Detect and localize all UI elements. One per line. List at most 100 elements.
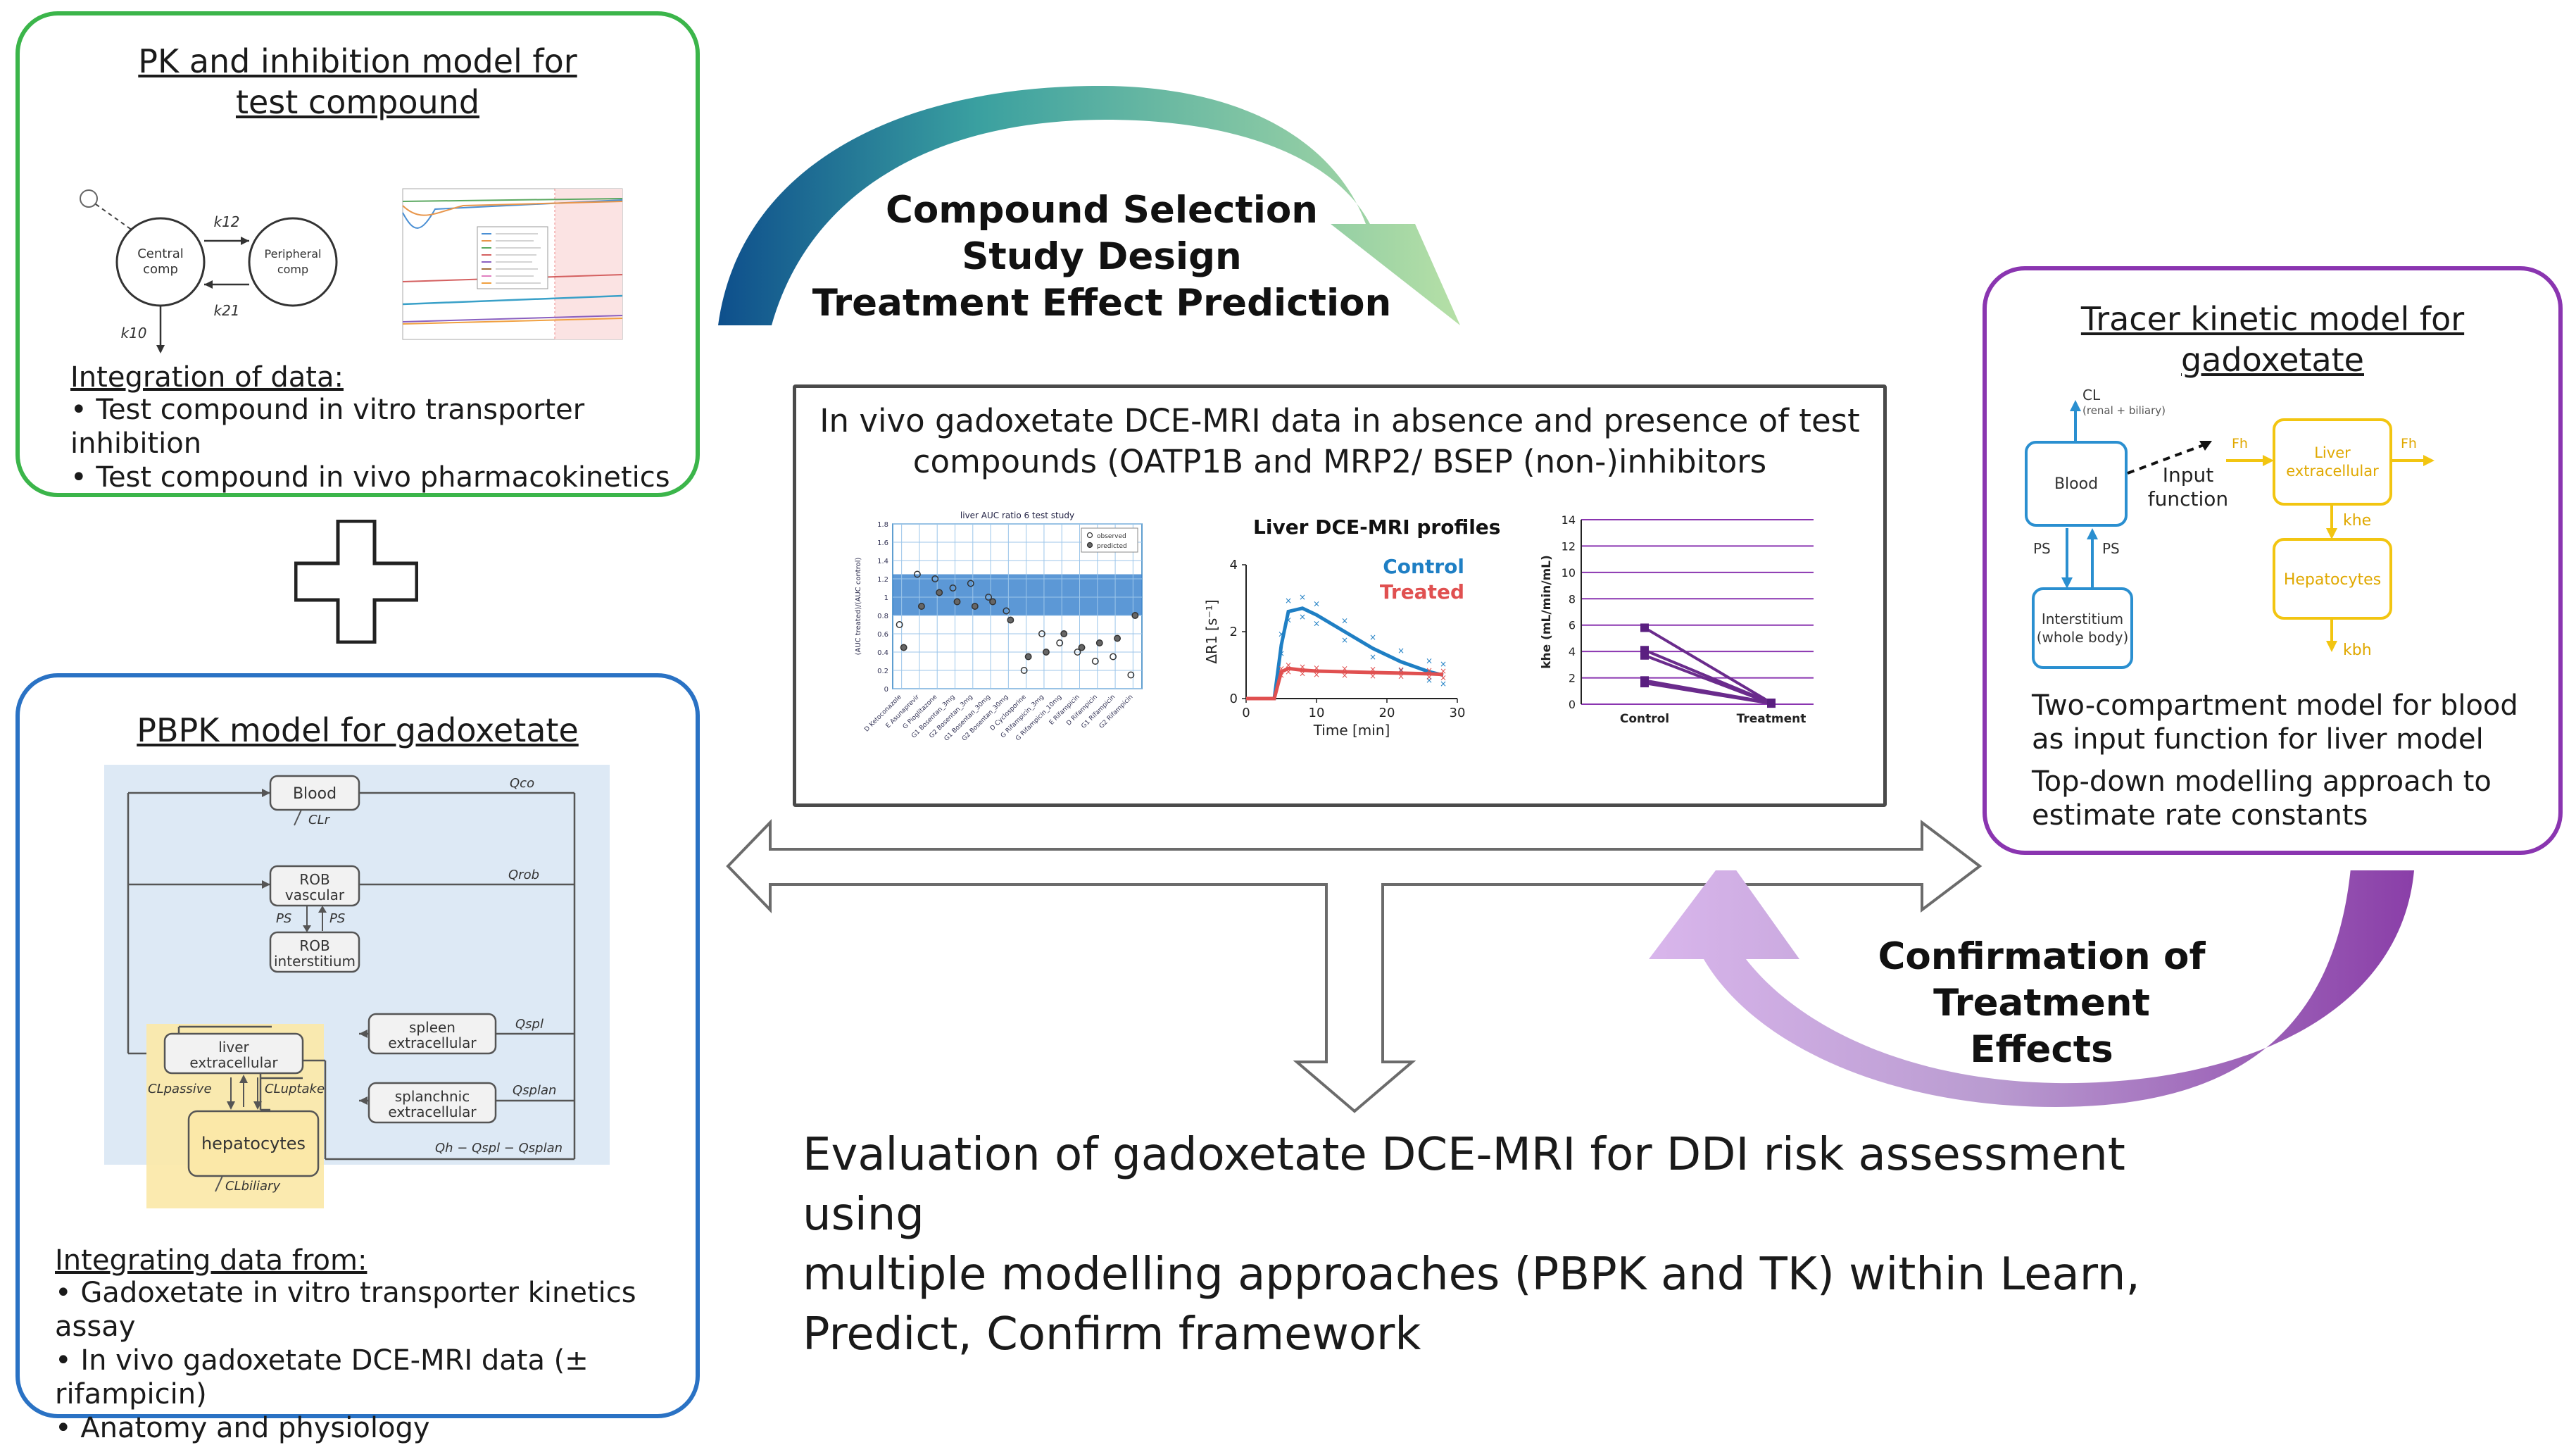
tk-interstitium-2: (whole body): [2037, 629, 2129, 646]
top-arrow-line-3: Treatment Effect Prediction: [812, 282, 1392, 325]
chart1-point-predicted: [1095, 639, 1103, 646]
chart3-subject-point: [1640, 651, 1649, 660]
pbpk-spleen-extracellular-1: spleen: [409, 1019, 455, 1036]
pk-bullet-1: Test compound in vitro transporter inhib…: [70, 393, 696, 461]
center-heading-line-2: compounds (OATP1B and MRP2/ BSEP (non-)i…: [912, 443, 1767, 480]
pbpk-rob-interstitium-1: ROB: [299, 937, 329, 954]
chart3-subject-line: [1643, 626, 1773, 704]
chart1-ytick-label: 1.6: [877, 539, 888, 547]
ps-right-label: PS: [329, 911, 345, 926]
tk-model-diagram: CL (renal + biliary) Blood Interstitium …: [2025, 387, 2434, 669]
chart3-ytick-label: 6: [1569, 619, 1576, 632]
pk-simulation-plot: [402, 188, 623, 340]
chart1-ytick-label: 1.4: [877, 558, 888, 565]
chart1-legend: [1081, 527, 1138, 553]
pk-panel-title: PK and inhibition model for test compoun…: [138, 42, 577, 121]
chart2-measurement-Treated: ×: [1440, 673, 1447, 683]
learn-predict-arrow: [718, 85, 1460, 325]
pbpk-liver-extracellular-2: extracellular: [189, 1054, 278, 1071]
chart3-ytick-label: 12: [1562, 539, 1576, 553]
chart2-measurement-Treated: ×: [1369, 671, 1376, 681]
chart2-measurement-Control: ×: [1341, 615, 1348, 625]
tk-ps-left: PS: [2033, 540, 2051, 557]
chart3-subject-point: [1640, 679, 1649, 688]
top-arrow-line-2: Study Design: [962, 235, 1242, 278]
q-co-label: Qco: [510, 776, 534, 791]
chart3-ytick-label: 14: [1562, 513, 1576, 527]
chart3-subject-point: [1640, 623, 1649, 632]
chart1-point-observed: [1020, 667, 1028, 674]
central-comp-line1: Central: [137, 246, 184, 261]
chart2-measurement-Control: ×: [1397, 665, 1405, 675]
chart1-point-observed: [1056, 639, 1064, 646]
pk-compartment-diagram: Central comp Peripheral comp k12 k21 k10: [80, 189, 338, 354]
pbpk-bullet-2: In vivo gadoxetate DCE-MRI data (± rifam…: [55, 1344, 696, 1411]
chart1-ytick-label: 0.6: [877, 631, 888, 639]
chart2-legend-Treated: Treated: [1380, 580, 1464, 603]
pbpk-model-diagram: Blood ROB vascular ROB interstitium live…: [104, 765, 610, 1208]
tk-cl-sub: (renal + biliary): [2082, 404, 2166, 417]
conclusion-line-1: Evaluation of gadoxetate DCE-MRI for DDI…: [803, 1129, 2125, 1241]
pbpk-liver-extracellular-1: liver: [218, 1039, 249, 1056]
chart1-point-predicted: [953, 598, 961, 606]
pk-bullet-2: Test compound in vivo pharmacokinetics: [70, 461, 696, 494]
chart1-point-predicted: [1114, 634, 1121, 642]
tk-input-function-1: Input: [2163, 463, 2214, 487]
chart1-point-predicted: [1024, 653, 1032, 661]
chart1-ylabel: (AUC treated)/(AUC control): [855, 558, 862, 656]
pbpk-splanchnic-extracellular-1: splanchnic: [395, 1088, 470, 1105]
chart1-point-observed: [1110, 653, 1117, 661]
chart2-series-Control: [1246, 606, 1444, 701]
tk-hepatocytes-node: Hepatocytes: [2284, 571, 2381, 589]
chart2-measurement-Treated: ×: [1341, 663, 1348, 673]
chart2-ytick-label: 0: [1230, 692, 1238, 706]
chart1-ytick-label: 1: [884, 594, 888, 602]
k10-label: k10: [120, 325, 146, 342]
chart3-subject-line: [1644, 653, 1772, 705]
pbpk-integrating-label: Integrating data from:: [55, 1244, 367, 1277]
chart2-measurement-Treated: ×: [1278, 663, 1285, 673]
chart2-xtick-label: 0: [1242, 706, 1250, 720]
chart2-measurement-Control: ×: [1426, 656, 1433, 665]
chart1-point-predicted: [1042, 649, 1050, 656]
chart2-measurement-Treated: ×: [1285, 661, 1292, 670]
pbpk-panel: PBPK model for gadoxetate: [15, 673, 700, 1444]
tk-ps-right: PS: [2102, 540, 2120, 557]
chart2-ytick-label: 2: [1230, 625, 1238, 639]
chart3-subject-line: [1644, 682, 1772, 706]
chart1-point-observed: [1127, 671, 1135, 679]
tk-kbh-label: kbh: [2343, 642, 2372, 659]
tk-desc1-line1: Two-compartment model for blood: [2032, 689, 2518, 722]
pbpk-splanchnic-extracellular-2: extracellular: [388, 1103, 477, 1120]
chart1-point-predicted: [936, 589, 943, 596]
chart1-ytick-label: 0.8: [877, 613, 888, 620]
center-box-heading: In vivo gadoxetate DCE-MRI data in absen…: [796, 401, 1883, 482]
conclusion-text: Evaluation of gadoxetate DCE-MRI for DDI…: [803, 1125, 2140, 1365]
conclusion-line-2: multiple modelling approaches (PBPK and …: [803, 1249, 2140, 1301]
central-comp-line2: comp: [143, 262, 178, 277]
cl-uptake-label: CLuptake: [265, 1082, 325, 1096]
cl-passive-label: CLpassive: [148, 1082, 212, 1096]
chart2-measurement-Treated: ×: [1426, 665, 1433, 675]
chart1-point-predicted: [1060, 630, 1068, 637]
chart1-point-predicted: [971, 603, 979, 610]
tk-khe-label: khe: [2343, 512, 2371, 530]
tk-input-function-2: function: [2148, 487, 2228, 511]
connector-arrows: [726, 819, 1983, 1113]
bottom-arrow-line-1: Confirmation of: [1878, 935, 2206, 978]
chart1-point-observed: [931, 575, 939, 582]
chart3-ytick-label: 8: [1569, 592, 1576, 606]
chart1-point-observed: [896, 621, 903, 628]
q-h-label: Qh − Qspl − Qsplan: [435, 1141, 563, 1156]
chart1-point-predicted: [1131, 612, 1139, 619]
tk-desc1-line2: as input function for liver model: [2032, 723, 2484, 756]
chart1-point-observed: [1003, 607, 1010, 615]
pbpk-rob-interstitium-2: interstitium: [274, 953, 356, 970]
chart1-category-label: G2 Rifampicin: [1098, 694, 1135, 730]
tk-panel: Tracer kinetic model for gadoxetate CL (…: [1983, 266, 2563, 855]
tk-blood-node: Blood: [2054, 475, 2098, 493]
bottom-arrow-line-2: Treatment Effects: [1933, 982, 2150, 1071]
tk-fh-out: Fh: [2401, 436, 2417, 451]
